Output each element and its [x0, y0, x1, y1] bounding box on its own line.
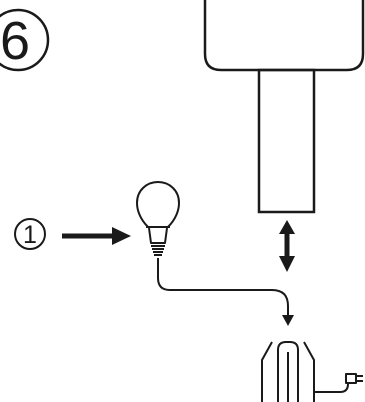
down-arrow-icon [282, 315, 294, 326]
lamp-stem-icon [257, 68, 316, 214]
socket-icon [261, 341, 315, 402]
step-number: 6 [0, 11, 30, 71]
light-bulb-icon [136, 181, 180, 256]
part-callout: 1 [14, 218, 46, 250]
double-arrow-icon [279, 220, 295, 272]
step-badge-circle [0, 8, 50, 72]
connector-line [157, 258, 289, 315]
part-callout-number: 1 [23, 221, 37, 249]
lamp-shade-icon [203, 0, 365, 72]
plug-icon [314, 373, 363, 393]
right-arrow-icon [62, 227, 131, 245]
part-callout-circle [14, 218, 46, 250]
step-badge: 6 [0, 8, 50, 72]
